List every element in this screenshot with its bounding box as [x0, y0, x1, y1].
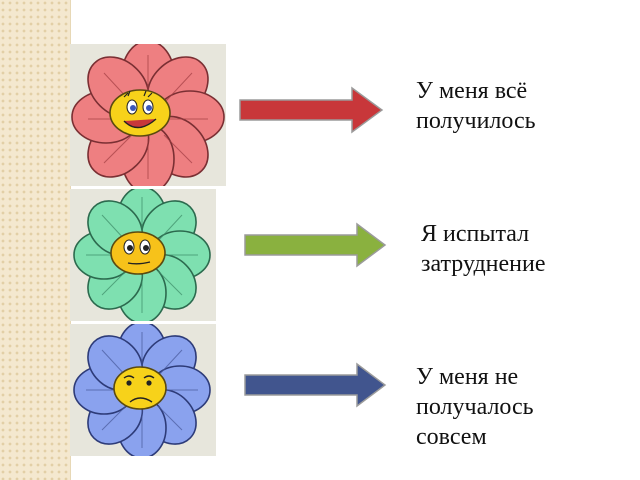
sad-flower-card: [70, 324, 216, 456]
caption-failure: У меня не получалось совсем: [416, 362, 534, 452]
caption-line: Я испытал: [421, 221, 530, 247]
green-arrow-icon: [243, 222, 387, 268]
happy-flower-icon: [71, 44, 225, 186]
red-arrow-icon: [238, 86, 384, 134]
caption-line: получалось: [416, 394, 534, 420]
caption-line: совсем: [416, 424, 487, 450]
sad-flower-icon: [73, 324, 211, 456]
decorative-dotted-strip: [0, 0, 71, 480]
caption-line: У меня не: [416, 364, 519, 390]
caption-line: получилось: [416, 108, 536, 134]
happy-flower-card: [70, 44, 226, 186]
neutral-flower-card: [70, 189, 216, 321]
blue-arrow-icon: [243, 362, 387, 408]
caption-line: У меня всё: [416, 78, 528, 104]
caption-success: У меня всё получилось: [416, 76, 536, 136]
neutral-flower-icon: [73, 189, 211, 321]
caption-line: затруднение: [421, 251, 546, 277]
caption-difficulty: Я испытал затруднение: [421, 219, 546, 279]
